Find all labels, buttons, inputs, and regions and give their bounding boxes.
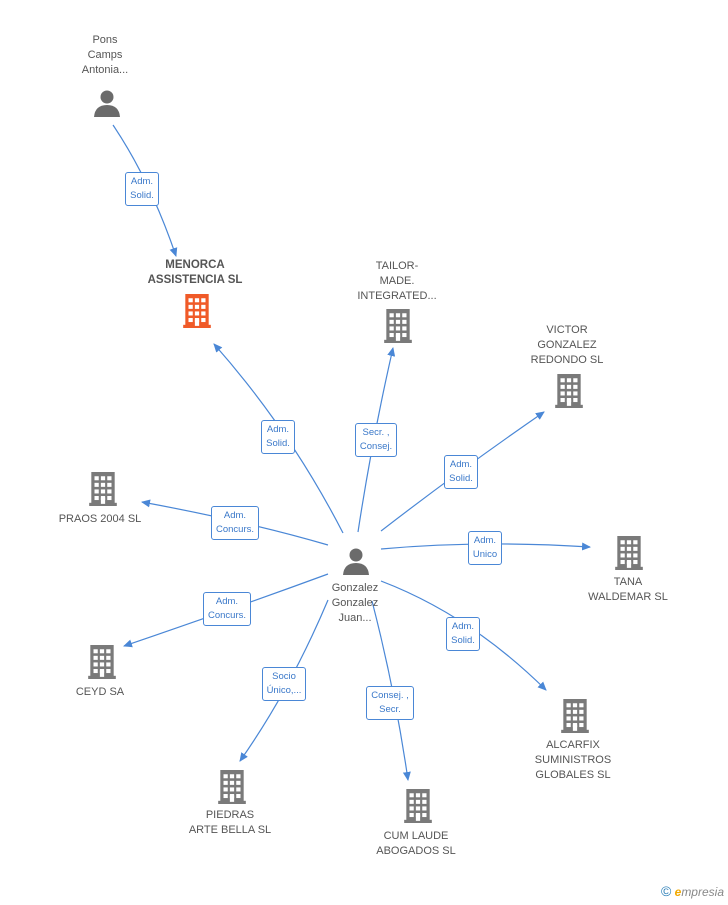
building-icon[interactable]	[183, 294, 211, 333]
person-icon[interactable]	[341, 546, 371, 581]
node-label-pons[interactable]: Pons Camps Antonia...	[81, 33, 129, 76]
copyright-symbol: ©	[660, 883, 672, 899]
node-label-gonzalez[interactable]: Gonzalez Gonzalez Juan...	[331, 581, 379, 624]
node-label-tailor[interactable]: TAILOR- MADE. INTEGRATED...	[357, 259, 437, 302]
edge-label-gonzalez-tana[interactable]: Adm. Unico	[467, 531, 503, 565]
building-icon[interactable]	[384, 309, 412, 348]
edge-label-pons-menorca[interactable]: Adm. Solid.	[125, 172, 159, 206]
brand-logo-text: mpresia	[681, 885, 724, 899]
edge-label-gonzalez-alcarfix[interactable]: Adm. Solid.	[446, 617, 480, 651]
edge-label-gonzalez-cumlaude[interactable]: Consej. , Secr.	[366, 686, 414, 720]
node-label-menorca[interactable]: MENORCA ASSISTENCIA SL	[147, 259, 243, 286]
node-label-praos[interactable]: PRAOS 2004 SL	[58, 512, 142, 525]
edge-label-gonzalez-tailor[interactable]: Secr. , Consej.	[354, 423, 398, 457]
building-icon[interactable]	[615, 536, 643, 575]
building-icon[interactable]	[88, 645, 116, 684]
footer-brand: © empresia	[661, 883, 724, 899]
edge-label-gonzalez-ceyd[interactable]: Adm. Concurs.	[202, 592, 251, 626]
node-label-ceyd[interactable]: CEYD SA	[75, 685, 125, 698]
edge-label-gonzalez-piedras[interactable]: Socio Único,...	[261, 667, 307, 701]
edge-label-gonzalez-menorca[interactable]: Adm. Solid.	[261, 420, 295, 454]
building-icon[interactable]	[404, 789, 432, 828]
node-label-cumlaude[interactable]: CUM LAUDE ABOGADOS SL	[376, 830, 456, 857]
edge-label-gonzalez-victor[interactable]: Adm. Solid.	[444, 455, 478, 489]
building-icon[interactable]	[555, 374, 583, 413]
person-icon[interactable]	[92, 88, 122, 123]
building-icon[interactable]	[89, 472, 117, 511]
node-label-tana[interactable]: TANA WALDEMAR SL	[588, 576, 668, 603]
building-icon[interactable]	[561, 699, 589, 738]
building-icon[interactable]	[218, 770, 246, 809]
brand-logo-initial: e	[674, 885, 682, 899]
node-label-piedras[interactable]: PIEDRAS ARTE BELLA SL	[188, 809, 272, 836]
node-label-victor[interactable]: VICTOR GONZALEZ REDONDO SL	[530, 323, 604, 366]
edge-label-gonzalez-praos[interactable]: Adm. Concurs.	[210, 506, 259, 540]
node-label-alcarfix[interactable]: ALCARFIX SUMINISTROS GLOBALES SL	[534, 738, 612, 781]
